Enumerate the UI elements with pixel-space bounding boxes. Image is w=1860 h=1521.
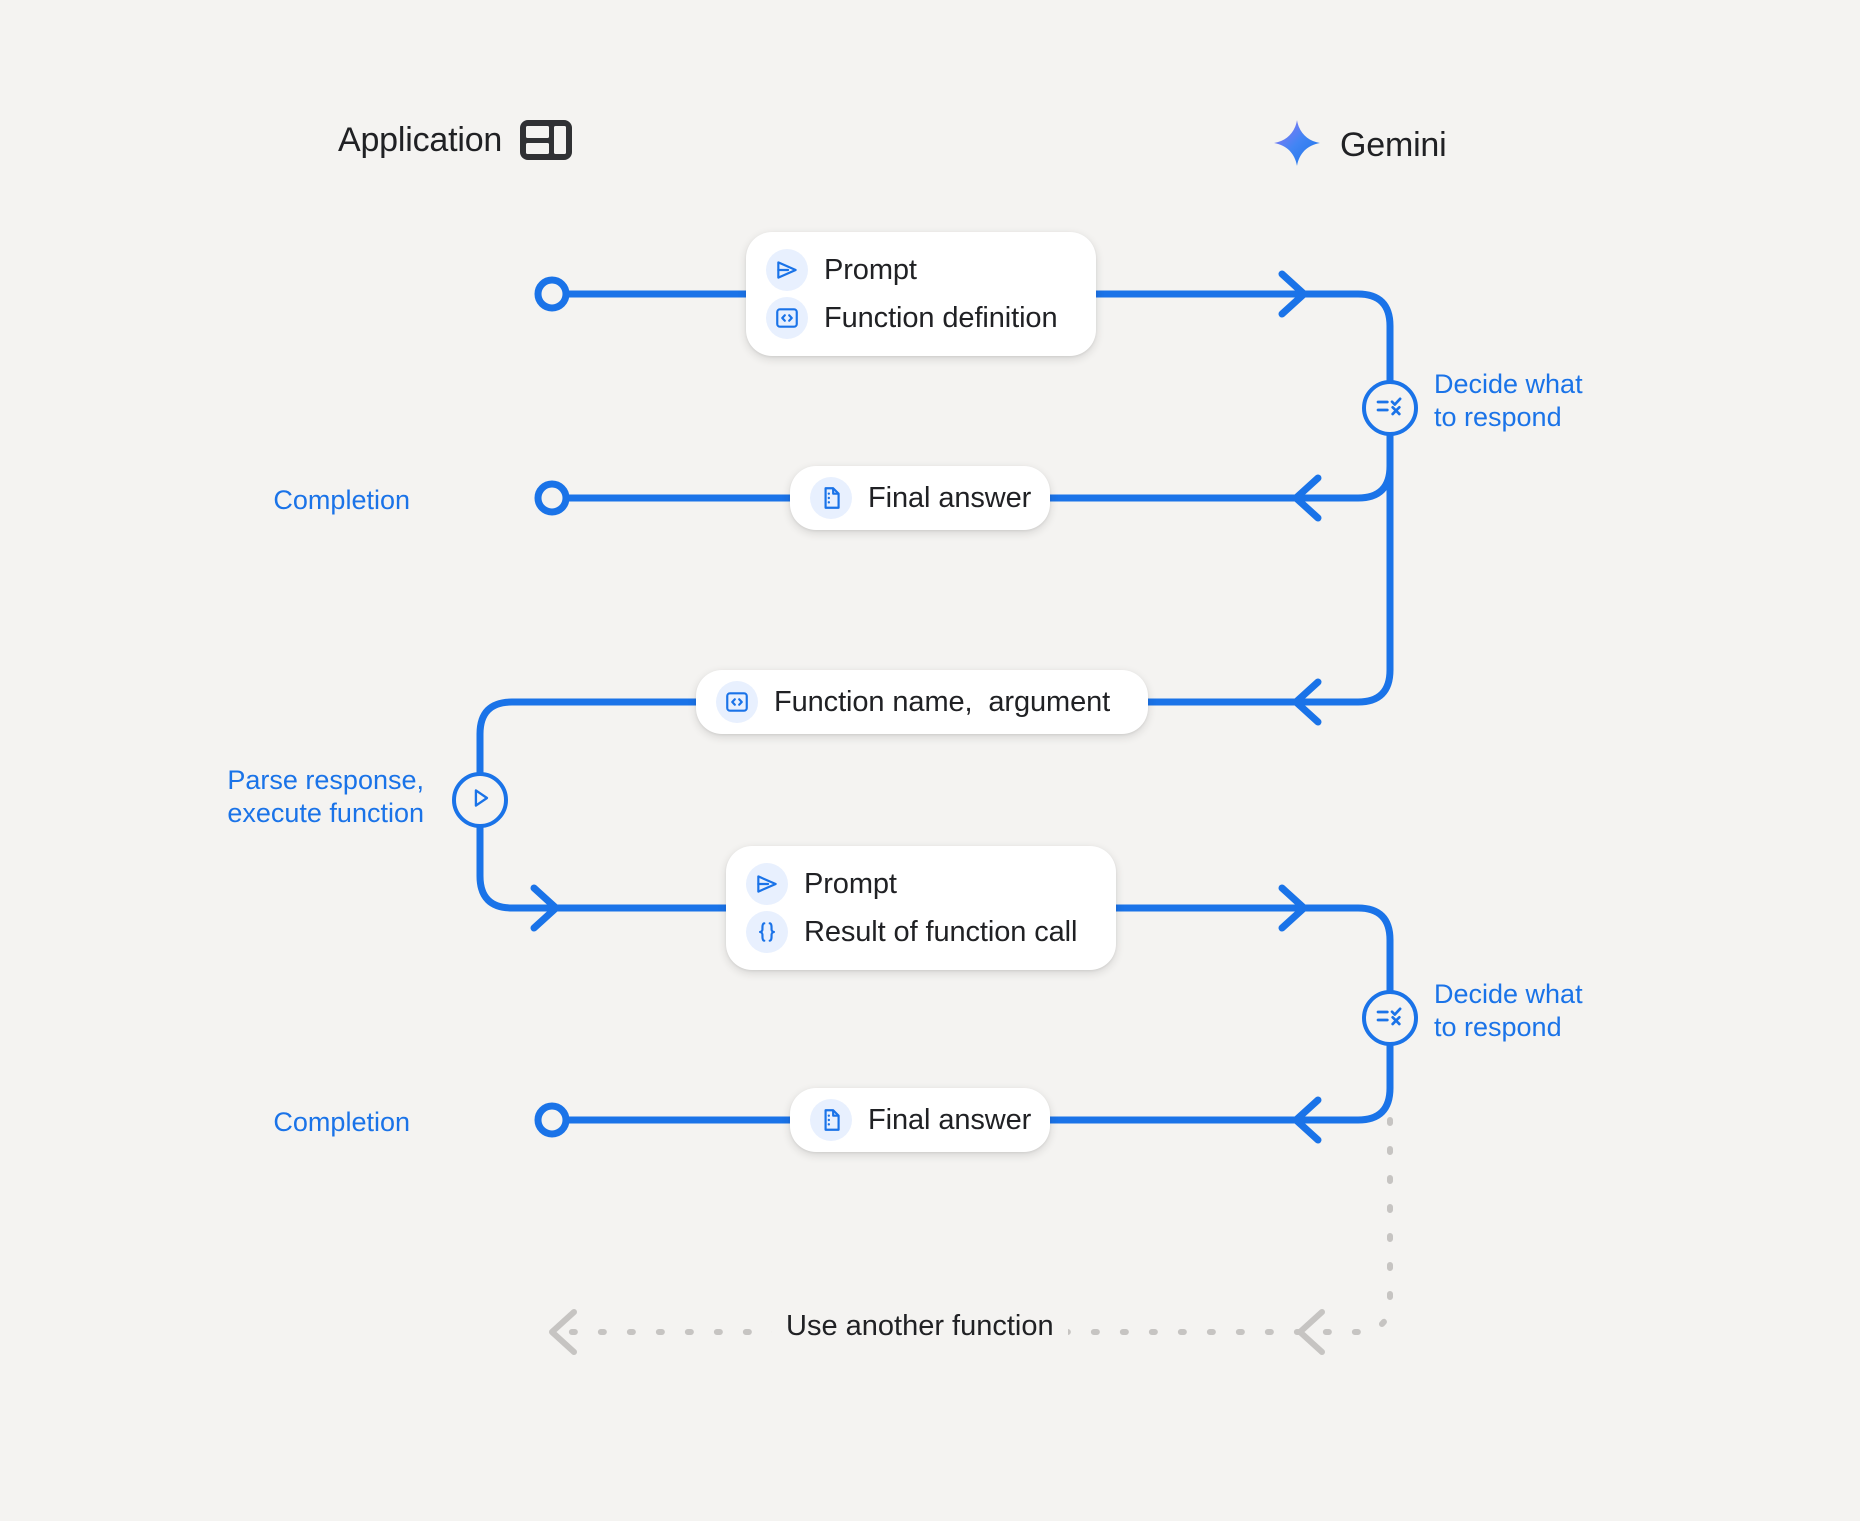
flow-parse-in xyxy=(476,698,556,776)
bubble-request-2: Prompt Result of function call xyxy=(726,846,1116,970)
bubble-label: Function name, argument xyxy=(774,685,1111,718)
bubble-final-answer-1: Final answer xyxy=(790,466,1050,530)
arrowhead-left-1 xyxy=(1292,474,1322,522)
bubble-row: Prompt xyxy=(766,246,1066,294)
bubble-function-call: Function name, argument xyxy=(696,670,1148,734)
label-decide-2: Decide what to respond xyxy=(1434,979,1583,1042)
arrowhead-right-3 xyxy=(1278,884,1308,932)
loop-label: Use another function xyxy=(772,1310,1068,1343)
label-completion-1: Completion xyxy=(273,485,410,515)
curly-braces-icon xyxy=(746,911,788,953)
gemini-sparkle-icon xyxy=(1272,118,1322,173)
document-icon xyxy=(810,1099,852,1141)
bubble-row: Function definition xyxy=(766,294,1066,342)
marker-request-1 xyxy=(534,276,570,312)
header-gemini: Gemini xyxy=(1272,118,1447,173)
code-brackets-icon xyxy=(716,681,758,723)
label-parse-execute: Parse response, execute function xyxy=(227,765,424,828)
arrowhead-right-1 xyxy=(1278,270,1308,318)
node-decide-1 xyxy=(1362,380,1418,436)
label-completion-2: Completion xyxy=(273,1107,410,1137)
header-gemini-label: Gemini xyxy=(1340,126,1447,164)
header-application: Application xyxy=(338,120,573,160)
bubble-row: Result of function call xyxy=(746,908,1086,956)
label-decide-1: Decide what to respond xyxy=(1434,369,1583,432)
node-parse-execute xyxy=(452,772,508,828)
bubble-row: Final answer xyxy=(810,472,1031,524)
checklist-decide-icon xyxy=(1374,390,1406,427)
loop-arrowhead-gemini xyxy=(1297,1309,1325,1355)
checklist-decide-icon xyxy=(1374,1000,1406,1037)
arrowhead-left-3 xyxy=(1292,1096,1322,1144)
send-prompt-icon xyxy=(766,249,808,291)
bubble-request-1: Prompt Function definition xyxy=(746,232,1096,356)
bubble-label: Prompt xyxy=(804,867,897,900)
code-brackets-icon xyxy=(766,297,808,339)
send-prompt-icon xyxy=(746,863,788,905)
flow-request-2-into-decide xyxy=(1296,904,1394,994)
bubble-row: Function name, argument xyxy=(716,676,1118,728)
bubble-label: Result of function call xyxy=(804,915,1078,948)
bubble-row: Final answer xyxy=(810,1094,1031,1146)
bubble-label: Function definition xyxy=(824,301,1058,334)
play-execute-icon xyxy=(466,784,494,817)
flow-to-function-call xyxy=(548,432,1394,706)
marker-completion-1 xyxy=(534,480,570,516)
document-icon xyxy=(810,477,852,519)
bubble-label: Final answer xyxy=(868,1103,1032,1136)
marker-completion-2 xyxy=(534,1102,570,1138)
lifeline-markers xyxy=(534,276,570,1138)
node-decide-2 xyxy=(1362,990,1418,1046)
bubble-row: Prompt xyxy=(746,860,1086,908)
loop-arrowhead-application xyxy=(549,1309,577,1355)
flow-parse-out xyxy=(476,824,556,912)
loop-dashed-path xyxy=(557,1117,1393,1335)
arrowhead-left-2 xyxy=(1292,678,1322,726)
header-application-label: Application xyxy=(338,120,503,159)
app-layout-icon xyxy=(520,120,573,160)
bubble-final-answer-2: Final answer xyxy=(790,1088,1050,1152)
bubble-label: Final answer xyxy=(868,481,1032,514)
flow-request-1-into-decide xyxy=(1296,290,1394,384)
bubble-label: Prompt xyxy=(824,253,917,286)
flow-final-answer-2 xyxy=(548,1042,1394,1124)
